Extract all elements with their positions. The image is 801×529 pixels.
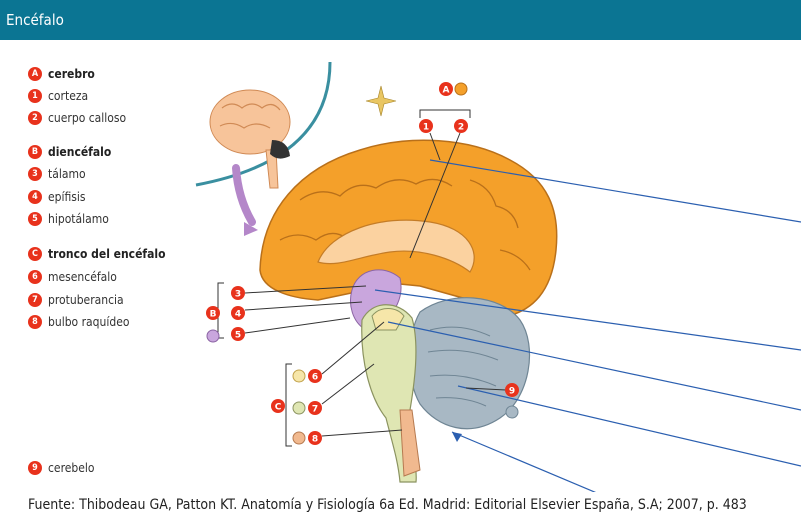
- marker-5: 5: [231, 327, 245, 341]
- svg-text:A: A: [443, 86, 450, 96]
- marker-3: 3: [231, 286, 245, 300]
- svg-text:7: 7: [312, 405, 318, 415]
- brainstem: [362, 305, 420, 482]
- brain-diagram: A 1 2 B 3 4 5 C 6 7 8 9: [0, 40, 801, 492]
- marker-6: 6: [308, 369, 322, 383]
- svg-text:3: 3: [235, 290, 241, 300]
- svg-text:8: 8: [312, 435, 318, 445]
- marker-C: C: [271, 399, 285, 413]
- svg-text:B: B: [210, 310, 217, 320]
- svg-text:9: 9: [509, 387, 515, 397]
- svg-text:C: C: [275, 403, 282, 413]
- page-title: Encéfalo: [0, 0, 801, 40]
- marker-7: 7: [308, 401, 322, 415]
- svg-text:4: 4: [235, 310, 241, 320]
- svg-text:2: 2: [458, 123, 464, 133]
- marker-1: 1: [419, 119, 433, 133]
- arrow-head-icon: [452, 432, 462, 442]
- source-citation: Fuente: Thibodeau GA, Patton KT. Anatomí…: [28, 497, 747, 513]
- marker-8: 8: [308, 431, 322, 445]
- marker-4: 4: [231, 306, 245, 320]
- marker-2: 2: [454, 119, 468, 133]
- svg-text:5: 5: [235, 331, 241, 341]
- marker-9: 9: [505, 383, 519, 397]
- cerebrum: [260, 140, 557, 318]
- marker-A: A: [439, 82, 453, 96]
- svg-text:1: 1: [423, 123, 429, 133]
- svg-text:6: 6: [312, 373, 318, 383]
- compass-icon: [366, 86, 396, 116]
- marker-B: B: [206, 306, 220, 320]
